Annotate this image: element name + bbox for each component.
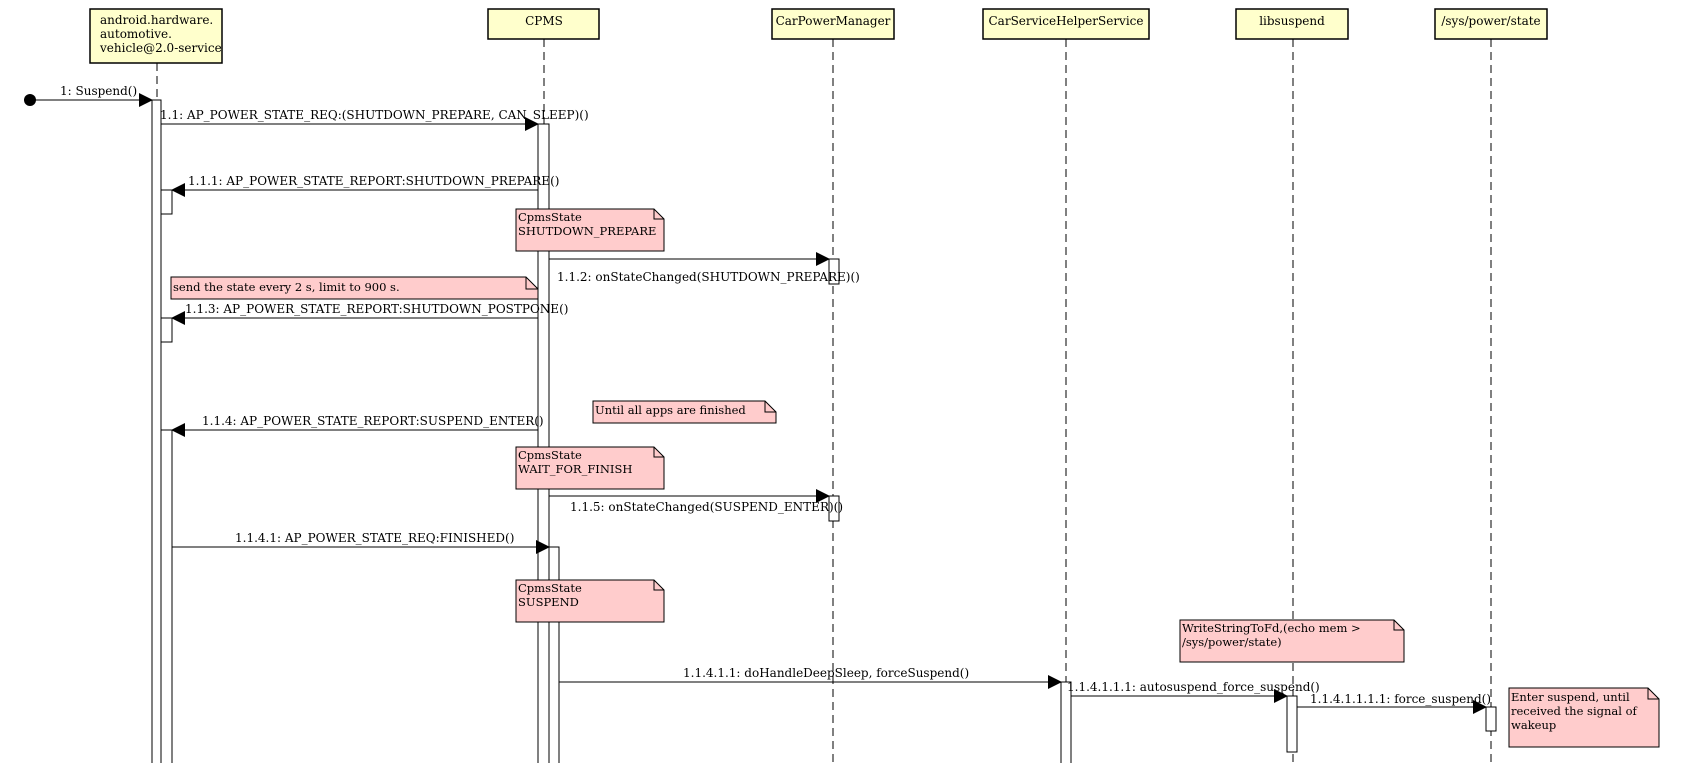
message-autosuspend-force-suspend: 1.1.4.1.1.1: autosuspend_force_suspend() [1067, 680, 1320, 703]
participant-libsuspend-label: libsuspend [1259, 14, 1325, 28]
activation-cshs [1060, 681, 1072, 763]
participant-sysps-label: /sys/power/state [1441, 14, 1540, 28]
activation-cpms-inner [548, 546, 560, 763]
activation-cpm-1 [828, 258, 840, 285]
participants: android.hardware. automotive. vehicle@2.… [89, 8, 1548, 64]
note-send-state: send the state every 2 s, limit to 900 s… [170, 276, 539, 300]
messages: 1: Suspend() 1.1: AP_POWER_STATE_REQ:(SH… [24, 84, 1491, 714]
note-enter-suspend-line-1: Enter suspend, until [1511, 690, 1630, 704]
activation-libsuspend [1286, 695, 1298, 753]
participant-cpms-label: CPMS [525, 14, 563, 28]
participant-sysps[interactable]: /sys/power/state [1434, 8, 1548, 40]
participant-libsuspend[interactable]: libsuspend [1235, 8, 1349, 40]
message-report-shutdown-prepare: 1.1.1: AP_POWER_STATE_REPORT:SHUTDOWN_PR… [171, 174, 559, 197]
message-on-state-changed-shutdown-prepare-label: 1.1.2: onStateChanged(SHUTDOWN_PREPARE)(… [557, 270, 860, 284]
message-force-suspend: 1.1.4.1.1.1.1: force_suspend() [1297, 692, 1491, 714]
note-until-apps-finished-text: Until all apps are finished [595, 403, 746, 417]
activation-cpm-2 [828, 495, 840, 522]
note-cpms-shutdown-prepare-line-1: CpmsState [518, 210, 582, 224]
activation-vhal-outer [151, 99, 162, 763]
message-power-state-req-shutdown-prepare: 1.1: AP_POWER_STATE_REQ:(SHUTDOWN_PREPAR… [160, 108, 589, 131]
note-cpms-suspend-line-1: CpmsState [518, 581, 582, 595]
message-on-state-changed-suspend-enter-label: 1.1.5: onStateChanged(SUSPEND_ENTER)() [570, 500, 843, 514]
participant-cpm-label: CarPowerManager [776, 14, 891, 28]
message-on-state-changed-suspend-enter: 1.1.5: onStateChanged(SUSPEND_ENTER)() [549, 489, 843, 514]
participant-cshs-label: CarServiceHelperService [989, 14, 1144, 28]
participant-vhal[interactable]: android.hardware. automotive. vehicle@2.… [89, 8, 223, 64]
message-do-handle-deep-sleep: 1.1.4.1.1: doHandleDeepSleep, forceSuspe… [559, 666, 1062, 689]
activation-sysps [1485, 706, 1497, 732]
message-report-shutdown-prepare-label: 1.1.1: AP_POWER_STATE_REPORT:SHUTDOWN_PR… [188, 174, 559, 188]
note-enter-suspend-line-3: wakeup [1511, 718, 1556, 732]
activation-vhal-inner-2 [160, 317, 173, 343]
message-power-state-req-shutdown-prepare-label: 1.1: AP_POWER_STATE_REQ:(SHUTDOWN_PREPAR… [160, 108, 589, 122]
note-cpms-suspend: CpmsState SUSPEND [515, 579, 665, 623]
participant-vhal-line-3: vehicle@2.0-service [99, 41, 222, 55]
note-send-state-text: send the state every 2 s, limit to 900 s… [173, 280, 400, 294]
note-write-string-to-fd: WriteStringToFd,(echo mem > /sys/power/s… [1179, 619, 1405, 663]
note-write-string-to-fd-line-1: WriteStringToFd,(echo mem > [1182, 621, 1361, 635]
message-report-suspend-enter-label: 1.1.4: AP_POWER_STATE_REPORT:SUSPEND_ENT… [202, 414, 544, 428]
participant-vhal-line-2: automotive. [100, 27, 172, 41]
note-cpms-wait-for-finish-line-2: WAIT_FOR_FINISH [518, 462, 632, 476]
message-force-suspend-label: 1.1.4.1.1.1.1: force_suspend() [1310, 692, 1491, 706]
message-suspend: 1: Suspend() [30, 84, 153, 107]
note-until-apps-finished: Until all apps are finished [592, 400, 777, 424]
message-autosuspend-force-suspend-label: 1.1.4.1.1.1: autosuspend_force_suspend() [1067, 680, 1320, 694]
note-cpms-wait-for-finish: CpmsState WAIT_FOR_FINISH [515, 446, 665, 490]
message-do-handle-deep-sleep-label: 1.1.4.1.1: doHandleDeepSleep, forceSuspe… [683, 666, 969, 680]
note-enter-suspend: Enter suspend, until received the signal… [1508, 687, 1660, 748]
message-power-state-req-finished: 1.1.4.1: AP_POWER_STATE_REQ:FINISHED() [172, 531, 550, 554]
message-power-state-req-finished-label: 1.1.4.1: AP_POWER_STATE_REQ:FINISHED() [235, 531, 514, 545]
activation-vhal-inner-3 [160, 429, 173, 763]
note-enter-suspend-line-2: received the signal of [1511, 704, 1637, 718]
participant-vhal-line-1: android.hardware. [100, 13, 213, 27]
note-cpms-shutdown-prepare-line-2: SHUTDOWN_PREPARE [518, 224, 656, 238]
note-write-string-to-fd-line-2: /sys/power/state) [1182, 635, 1282, 649]
message-suspend-label: 1: Suspend() [60, 84, 137, 98]
message-on-state-changed-shutdown-prepare: 1.1.2: onStateChanged(SHUTDOWN_PREPARE)(… [549, 252, 860, 284]
message-report-shutdown-postpone: 1.1.3: AP_POWER_STATE_REPORT:SHUTDOWN_PO… [171, 302, 568, 325]
notes: CpmsState SHUTDOWN_PREPARE send the stat… [170, 208, 1660, 748]
activation-vhal-inner-1 [160, 189, 173, 215]
participant-cshs[interactable]: CarServiceHelperService [982, 8, 1150, 40]
participant-cpm[interactable]: CarPowerManager [771, 8, 895, 40]
activations [151, 99, 1497, 763]
participant-cpms[interactable]: CPMS [487, 8, 600, 40]
message-report-shutdown-postpone-label: 1.1.3: AP_POWER_STATE_REPORT:SHUTDOWN_PO… [185, 302, 568, 316]
note-cpms-wait-for-finish-line-1: CpmsState [518, 448, 582, 462]
note-cpms-suspend-line-2: SUSPEND [518, 595, 579, 609]
note-cpms-shutdown-prepare: CpmsState SHUTDOWN_PREPARE [515, 208, 665, 252]
message-report-suspend-enter: 1.1.4: AP_POWER_STATE_REPORT:SUSPEND_ENT… [171, 414, 544, 437]
